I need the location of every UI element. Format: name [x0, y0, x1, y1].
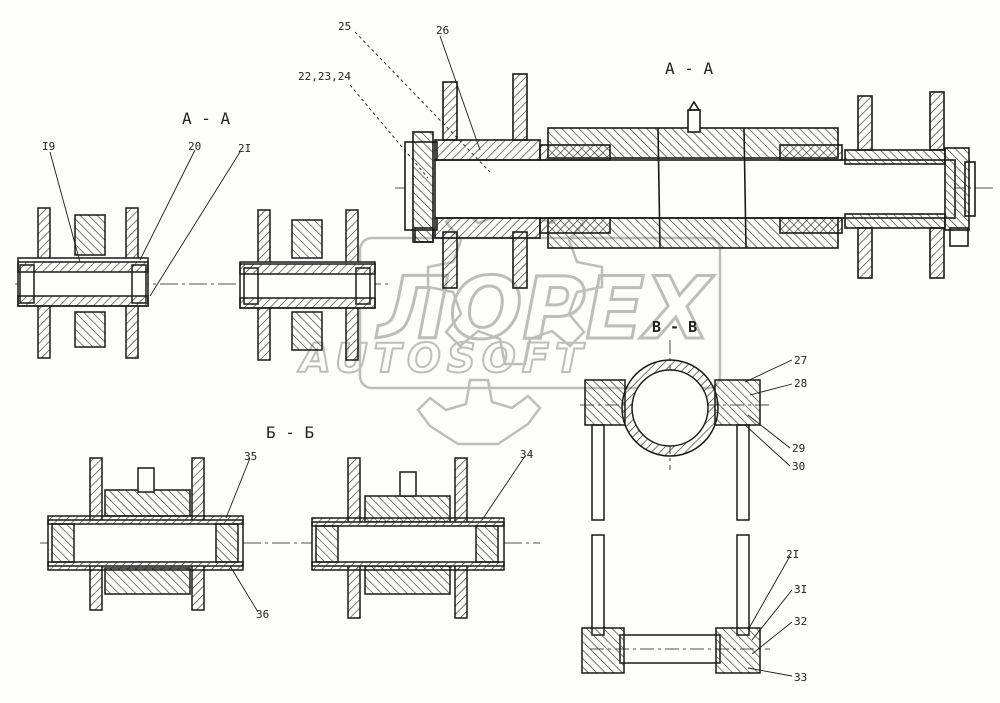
main-shaft-assembly: [395, 73, 995, 289]
callout-27: 27: [794, 354, 807, 367]
leader-lines: [49, 31, 793, 677]
left-section-aa: [15, 207, 390, 361]
callout-35: 35: [244, 450, 257, 463]
section-title-aa-top: А - А: [665, 59, 714, 78]
callout-21-lower: 2I: [786, 548, 799, 561]
watermark-sub: AUTOSOFT: [297, 336, 588, 382]
callout-34: 34: [520, 448, 534, 461]
callout-21: 2I: [238, 142, 251, 155]
callout-30: 30: [792, 460, 805, 473]
callout-22-23-24: 22,23,24: [298, 70, 351, 83]
callout-19: I9: [42, 140, 55, 153]
callout-29: 29: [792, 442, 805, 455]
callout-33: 33: [794, 671, 807, 684]
watermark: ЛОРЕХ AUTOSOFT: [296, 188, 722, 446]
callout-20: 20: [188, 140, 201, 153]
callout-31: 3I: [794, 583, 807, 596]
section-title-vv: В - В: [652, 318, 697, 336]
callout-28: 28: [794, 377, 807, 390]
watermark-brand: ЛОРЕХ: [375, 259, 714, 359]
callout-36: 36: [256, 608, 269, 621]
section-title-bb: Б - Б: [266, 423, 314, 442]
callout-25: 25: [338, 20, 351, 33]
section-title-aa-left: А - А: [182, 109, 231, 128]
section-vv: [580, 340, 770, 674]
section-bb: [40, 457, 540, 619]
callout-32: 32: [794, 615, 807, 628]
watermark-gear-lower-icon: [416, 378, 542, 446]
callout-26: 26: [436, 24, 449, 37]
